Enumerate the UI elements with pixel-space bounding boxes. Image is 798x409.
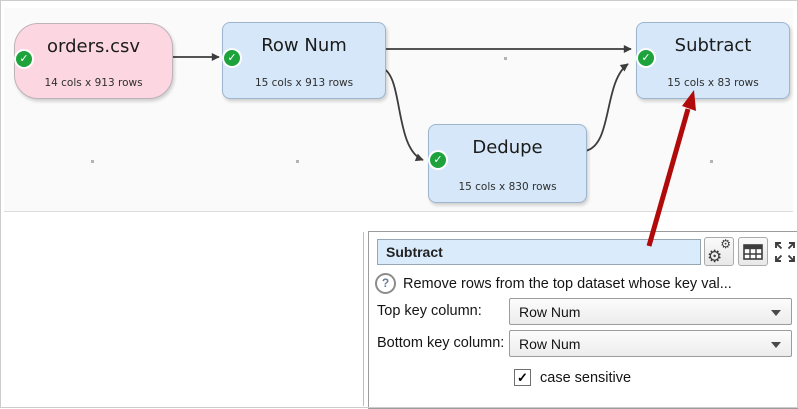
help-row: ? Remove rows from the top dataset whose… xyxy=(375,273,732,294)
table-icon xyxy=(743,243,763,260)
node-title: Subtract xyxy=(674,35,752,56)
case-sensitive-label: case sensitive xyxy=(540,369,632,386)
gears-icon: ⚙ ⚙ xyxy=(707,236,731,267)
status-ok-icon: ✓ xyxy=(224,50,240,66)
chevron-down-icon xyxy=(771,342,781,348)
transform-description: Remove rows from the top dataset whose k… xyxy=(403,275,732,292)
grid-dot xyxy=(710,160,713,163)
node-title: Dedupe xyxy=(472,137,543,158)
case-sensitive-row: ✓ case sensitive xyxy=(514,369,631,386)
bottom-key-column-select[interactable]: Row Num xyxy=(509,330,792,357)
table-view-button[interactable] xyxy=(738,237,768,266)
node-subtitle: 15 cols x 83 rows xyxy=(667,77,759,89)
help-icon[interactable]: ? xyxy=(375,273,396,294)
status-ok-icon: ✓ xyxy=(638,50,654,66)
selected-value: Row Num xyxy=(519,335,581,352)
node-row-num[interactable]: ✓ Row Num 15 cols x 913 rows xyxy=(222,22,386,99)
expand-button[interactable] xyxy=(770,237,798,266)
settings-button[interactable]: ⚙ ⚙ xyxy=(704,236,734,267)
transform-properties-panel: ⚙ ⚙ ? Remove rows from the top dataset w… xyxy=(368,231,798,409)
case-sensitive-checkbox[interactable]: ✓ xyxy=(514,369,531,386)
node-dedupe[interactable]: ✓ Dedupe 15 cols x 830 rows xyxy=(428,124,587,203)
top-key-column-label: Top key column: xyxy=(377,303,482,319)
transform-name-input[interactable] xyxy=(377,239,701,265)
selected-value: Row Num xyxy=(519,303,581,320)
grid-dot xyxy=(504,57,507,60)
grid-dot xyxy=(91,160,94,163)
status-ok-icon: ✓ xyxy=(16,51,32,67)
bottom-key-column-label: Bottom key column: xyxy=(377,335,505,351)
panel-splitter[interactable] xyxy=(363,232,364,406)
node-subtitle: 15 cols x 913 rows xyxy=(254,77,354,89)
node-orders-csv[interactable]: ✓ orders.csv 14 cols x 913 rows xyxy=(14,23,173,99)
status-ok-icon: ✓ xyxy=(430,152,446,168)
node-title: orders.csv xyxy=(46,36,141,57)
node-subtitle: 14 cols x 913 rows xyxy=(44,77,143,89)
grid-dot xyxy=(296,160,299,163)
checkmark-icon: ✓ xyxy=(517,370,528,385)
node-title: Row Num xyxy=(261,35,347,56)
top-key-column-select[interactable]: Row Num xyxy=(509,298,792,325)
expand-icon xyxy=(774,241,795,262)
node-subtitle: 15 cols x 830 rows xyxy=(458,181,557,193)
chevron-down-icon xyxy=(771,310,781,316)
node-subtract[interactable]: ✓ Subtract 15 cols x 83 rows xyxy=(636,22,790,99)
